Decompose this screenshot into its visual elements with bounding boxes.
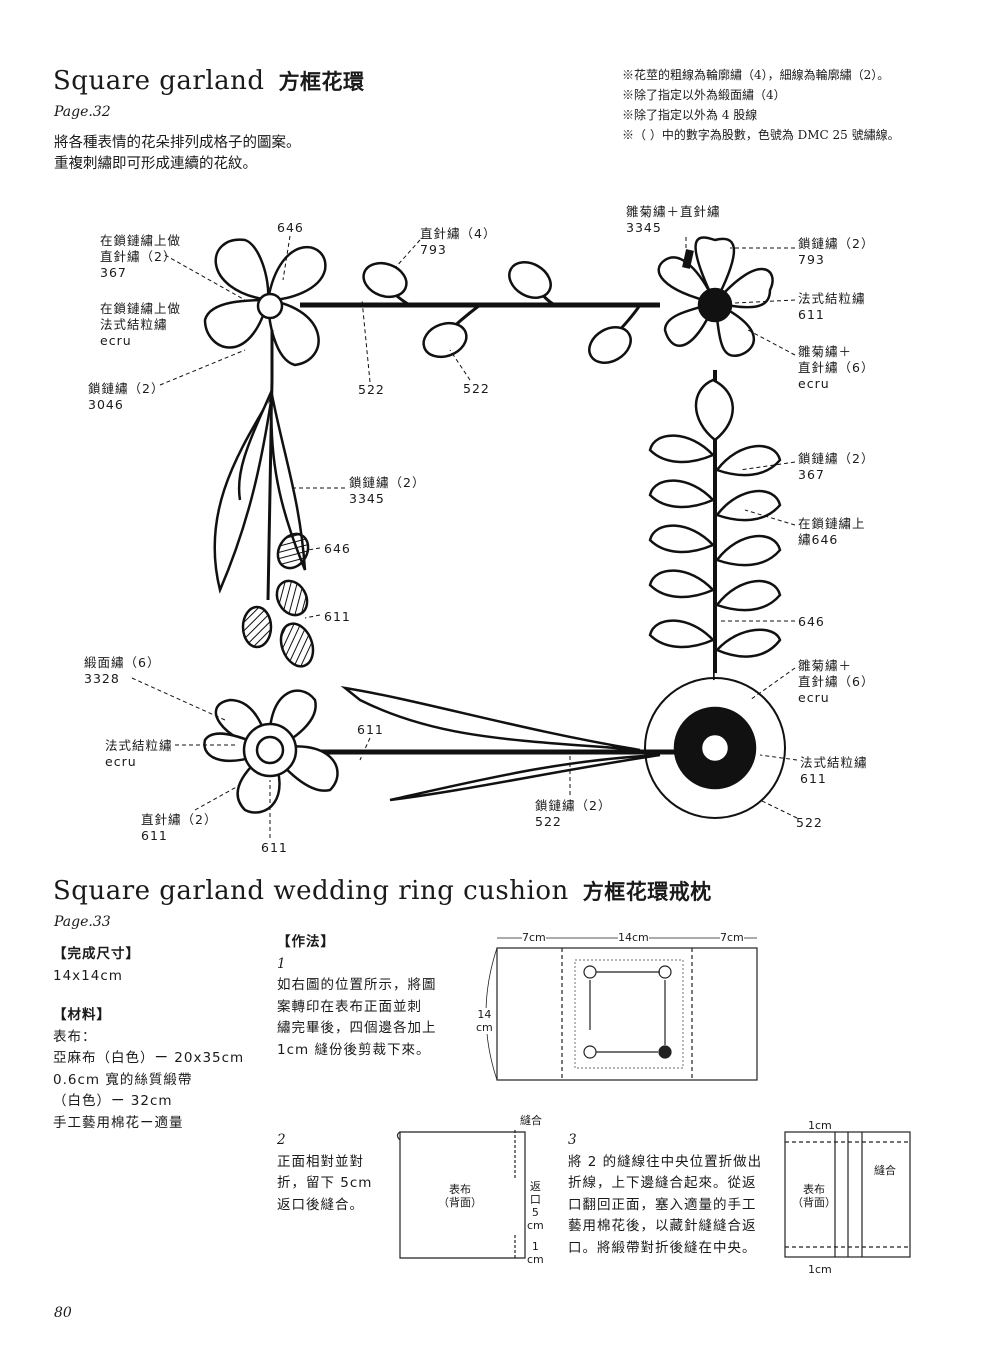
finished-size: 【完成尺寸】14x14cm xyxy=(53,946,140,984)
top-margin-label: 1cm xyxy=(808,1119,832,1132)
section2-page-ref: Page.33 xyxy=(54,914,111,930)
section1-page-ref: Page.32 xyxy=(54,104,111,120)
opening-label: 返 口 5 cm xyxy=(527,1180,544,1232)
stitch-label: 在鎖鏈繡上做 法式結粒繡 ecru xyxy=(100,301,182,348)
stitch-label: 646 xyxy=(798,614,825,629)
section1-intro: 將各種表情的花朵排列成格子的圖案。重複刺繡即可形成連續的花紋。 xyxy=(54,135,301,172)
dim-height: 14 cm xyxy=(476,1008,493,1034)
stitch-label: 法式結粒繡 611 xyxy=(798,291,866,322)
stitch-label: 鎖鏈繡（2） 793 xyxy=(798,236,875,267)
fabric-back-label-3: 表布 （背面） xyxy=(792,1183,836,1209)
stitch-label: 鎖鏈繡（2） 367 xyxy=(798,451,875,482)
bottom-margin-label: 1cm xyxy=(808,1263,832,1276)
seam-label-3: 縫合 xyxy=(874,1164,896,1177)
stitch-label: 雛菊繡＋ 直針繡（6） ecru xyxy=(798,658,875,705)
stitch-label: 法式結粒繡 ecru xyxy=(105,738,173,769)
stitch-label: 611 xyxy=(261,840,288,855)
stitch-label: 611 xyxy=(324,609,351,624)
stitch-label: 直針繡（2） 611 xyxy=(141,812,218,843)
dim-right: 7cm xyxy=(720,931,744,944)
stitch-label: 緞面繡（6） 3328 xyxy=(84,655,161,686)
stitch-label: 611 xyxy=(357,722,384,737)
stitch-notes: ※花莖的粗線為輪廓繡（4），細線為輪廓繡（2）。※除了指定以外為緞面繡（4）※除… xyxy=(622,68,900,142)
stitch-label: 522 xyxy=(358,382,385,397)
garland-illustration xyxy=(131,235,798,838)
materials: 【材料】表布： 亞麻布（白色）ー 20x35cm 0.6cm 寬的絲質緞帶 （白… xyxy=(53,1007,245,1131)
stitch-label: 鎖鏈繡（2） 3046 xyxy=(88,381,165,412)
fabric-back-label: 表布 （背面） xyxy=(438,1183,482,1209)
page-number: 80 xyxy=(54,1305,72,1321)
stitch-label: 雛菊繡＋直針繡 3345 xyxy=(626,204,721,235)
stitch-label: 在鎖鏈繡上 繡646 xyxy=(798,516,866,547)
stitch-label: 鎖鏈繡（2） 3345 xyxy=(349,475,426,506)
stitch-label: 522 xyxy=(463,381,490,396)
stitch-label: 法式結粒繡 611 xyxy=(800,755,868,786)
dim-center: 14cm xyxy=(618,931,649,944)
stitch-label: 646 xyxy=(324,541,351,556)
margin-label: 1 cm xyxy=(527,1240,544,1266)
stitch-label: 鎖鏈繡（2） 522 xyxy=(535,798,612,829)
stitch-label: 雛菊繡＋ 直針繡（6） ecru xyxy=(798,344,875,391)
dim-left: 7cm xyxy=(522,931,546,944)
stitch-label: 646 xyxy=(277,220,304,235)
stitch-label: 直針繡（4） 793 xyxy=(420,226,497,257)
stitch-label: 522 xyxy=(796,815,823,830)
stitch-label: 在鎖鏈繡上做 直針繡（2） 367 xyxy=(100,233,182,280)
seam-label: 縫合 xyxy=(520,1114,542,1127)
